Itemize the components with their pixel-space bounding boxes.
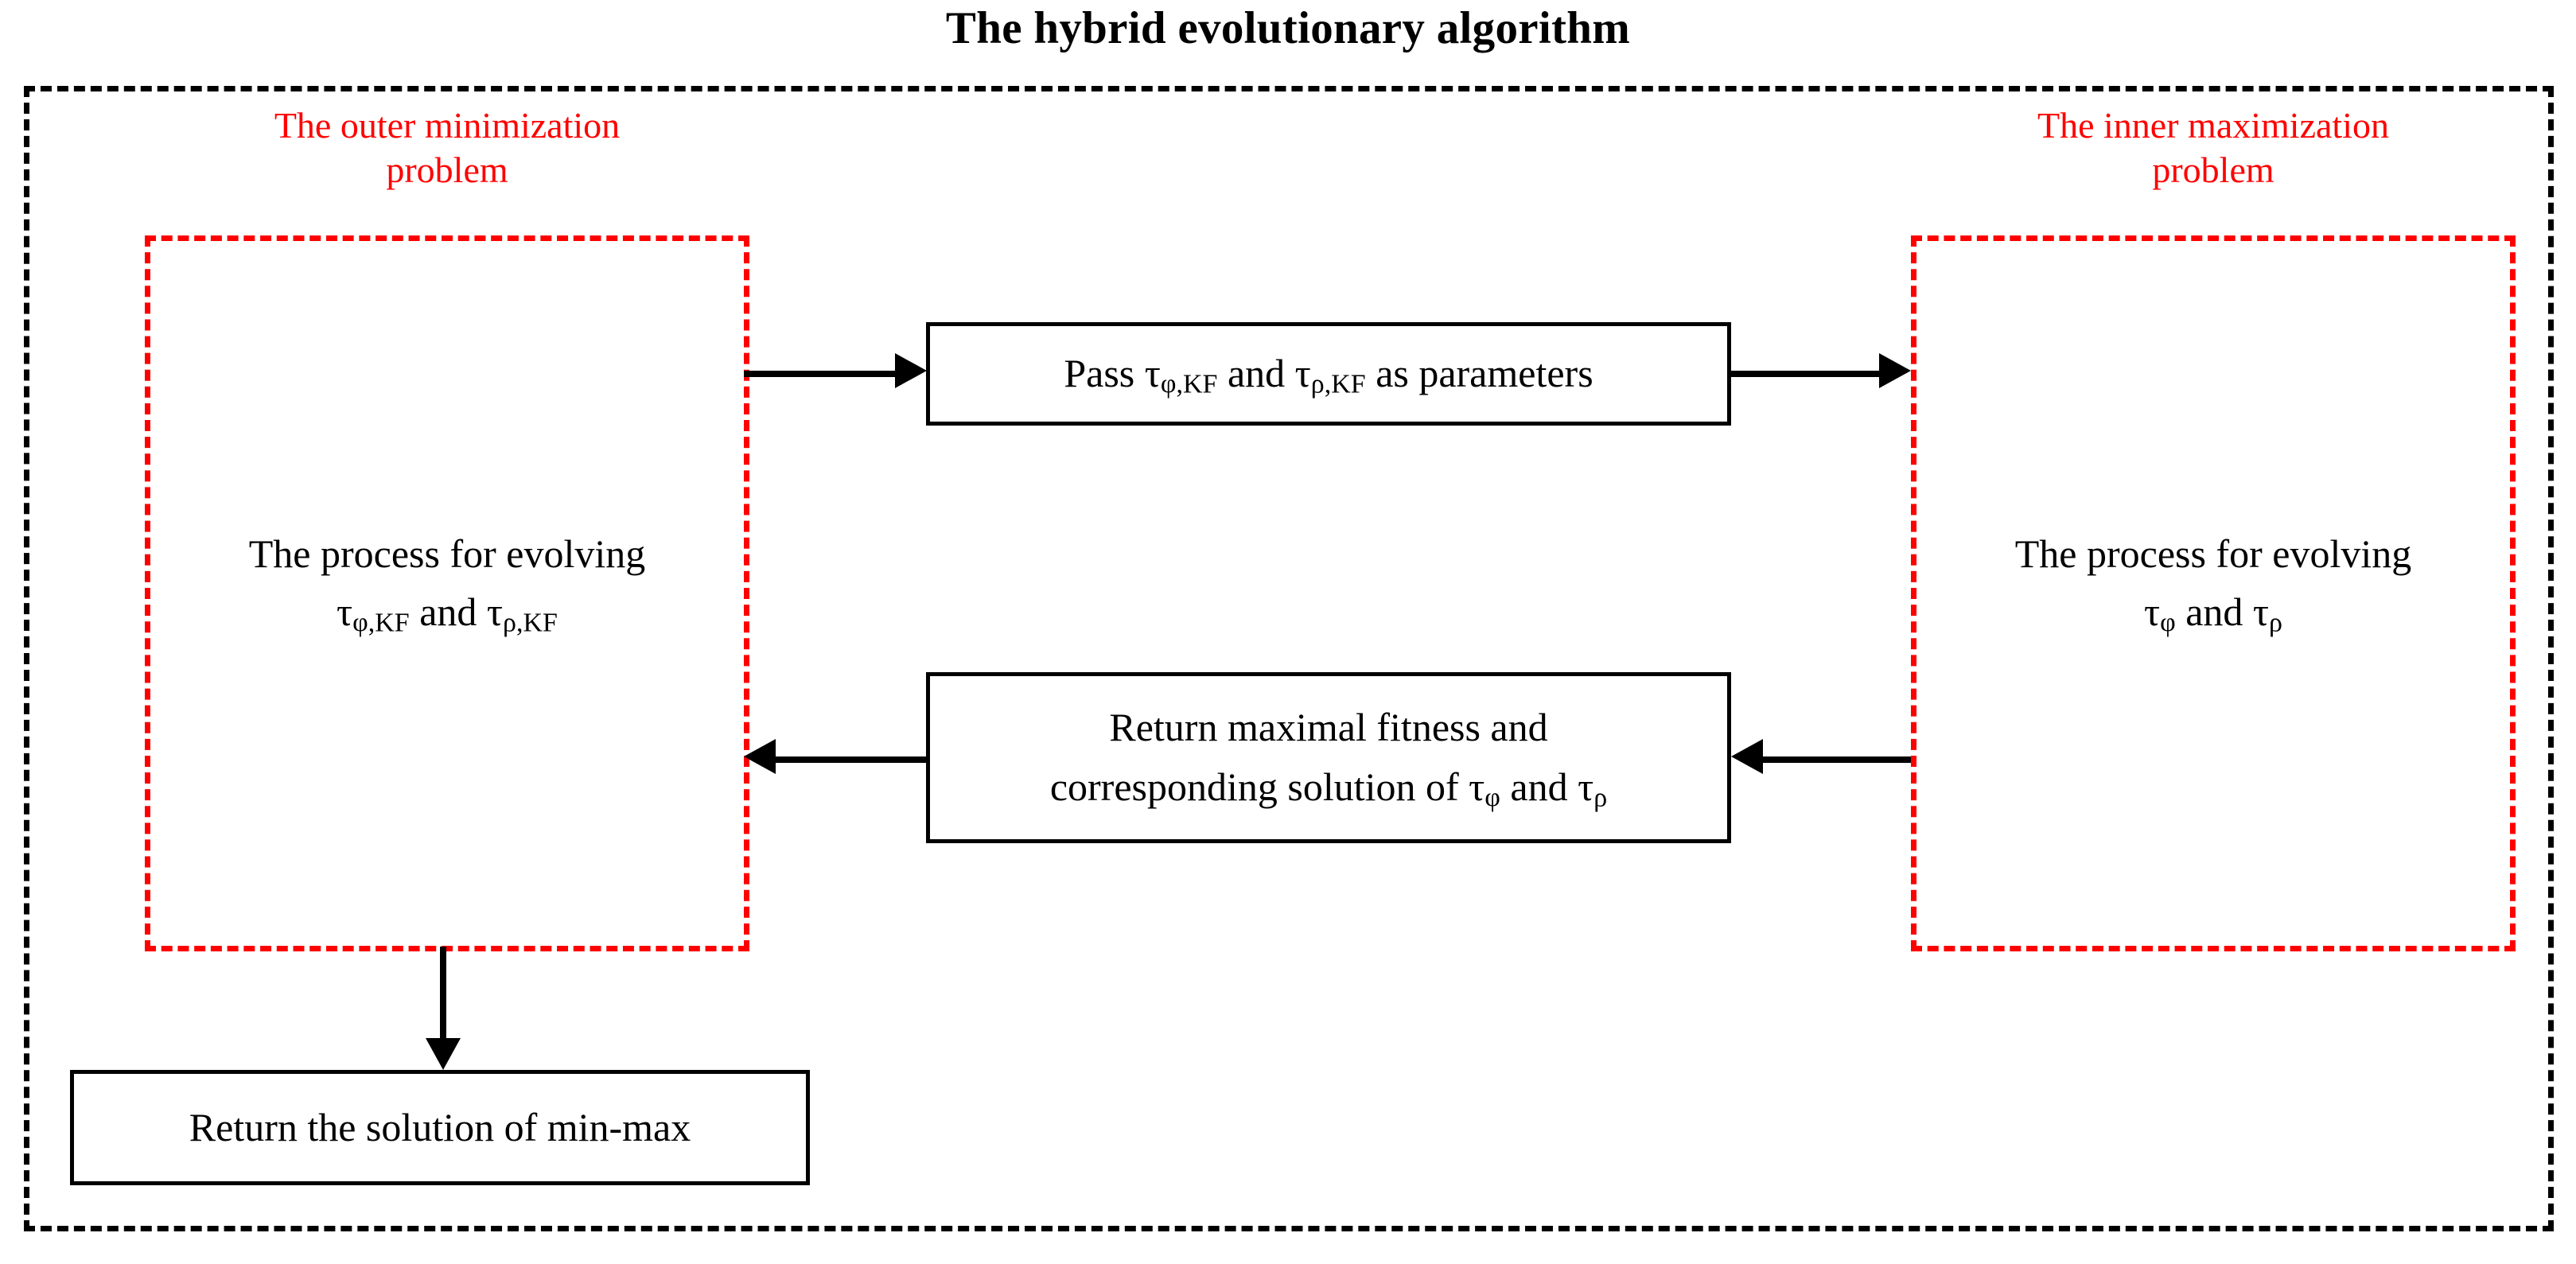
tau-rho-subscript: ρ <box>2269 607 2282 637</box>
tau-symbol: τ <box>486 589 504 634</box>
process-inner-line1: The process for evolving <box>2014 531 2412 576</box>
process-inner-line2: τφ and τρ <box>1911 583 2516 643</box>
arrow-pass-box-to-right-group-head <box>1879 353 1911 388</box>
tau-symbol: τ <box>1144 350 1161 395</box>
group-caption-outer-minimization: The outer minimization problem <box>145 103 749 193</box>
arrow-right-group-to-return-box-head <box>1731 739 1763 774</box>
tau-phi-subscript: φ <box>2160 607 2176 637</box>
tau-rho-kf-subscript: ρ,KF <box>503 607 558 637</box>
process-inner-conjunction: and <box>2175 589 2253 634</box>
tau-symbol: τ <box>2252 589 2270 634</box>
group-box-outer-minimization <box>145 235 749 951</box>
group-caption-inner-line1: The inner maximization <box>2037 105 2389 146</box>
arrow-right-group-to-return-box-line <box>1763 756 1911 763</box>
group-caption-inner-line2: problem <box>2152 150 2274 191</box>
arrow-left-group-to-final-box-head <box>426 1038 461 1070</box>
process-text-outer: The process for evolving τφ,KF and τρ,KF <box>145 525 749 642</box>
process-box-final-solution: Return the solution of min-max <box>70 1070 810 1185</box>
tau-rho-subscript: ρ <box>1593 783 1608 813</box>
arrow-left-group-to-pass-box-line <box>744 371 895 377</box>
group-caption-outer-line1: The outer minimization <box>274 105 621 146</box>
group-box-inner-maximization <box>1911 235 2516 951</box>
pass-box-middle: and <box>1217 350 1295 395</box>
tau-symbol: τ <box>1294 350 1311 395</box>
arrow-left-group-to-pass-box-head <box>895 353 927 388</box>
pass-box-text: Pass τφ,KF and τρ,KF as parameters <box>1064 344 1593 404</box>
process-text-inner: The process for evolving τφ and τρ <box>1911 525 2516 642</box>
return-box-line2: corresponding solution of τφ and τρ <box>1050 757 1607 818</box>
return-box-text: Return maximal fitness and corresponding… <box>1050 698 1607 818</box>
tau-symbol: τ <box>2144 589 2161 634</box>
page-title: The hybrid evolutionary algorithm <box>945 3 1631 53</box>
return-box-line2-middle: and <box>1500 764 1578 809</box>
tau-symbol: τ <box>1578 764 1594 809</box>
tau-rho-kf-subscript: ρ,KF <box>1310 369 1366 399</box>
process-box-return-fitness: Return maximal fitness and corresponding… <box>926 672 1731 843</box>
process-outer-conjunction: and <box>409 589 487 634</box>
group-caption-inner-maximization: The inner maximization problem <box>1911 103 2516 193</box>
tau-phi-subscript: φ <box>1485 783 1500 813</box>
group-caption-outer-line2: problem <box>386 150 508 191</box>
arrow-left-group-to-final-box-line <box>440 947 446 1042</box>
arrow-pass-box-to-right-group-line <box>1731 371 1879 377</box>
outer-dashed-frame <box>24 86 2554 1231</box>
return-box-line2-prefix: corresponding solution of <box>1049 764 1469 809</box>
return-box-line1: Return maximal fitness and <box>1109 704 1548 749</box>
final-box-text: Return the solution of min-max <box>189 1105 691 1149</box>
arrow-return-box-to-left-group-line <box>776 756 927 763</box>
tau-symbol: τ <box>1469 764 1485 809</box>
arrow-return-box-to-left-group-head <box>744 739 776 774</box>
process-outer-line2: τφ,KF and τρ,KF <box>145 583 749 643</box>
process-box-pass-parameters: Pass τφ,KF and τρ,KF as parameters <box>926 322 1731 426</box>
tau-symbol: τ <box>337 589 353 634</box>
tau-phi-kf-subscript: φ,KF <box>1160 369 1218 399</box>
pass-box-prefix: Pass <box>1064 350 1145 395</box>
tau-phi-kf-subscript: φ,KF <box>352 607 410 637</box>
pass-box-suffix: as parameters <box>1365 350 1593 395</box>
process-outer-line1: The process for evolving <box>248 531 646 576</box>
